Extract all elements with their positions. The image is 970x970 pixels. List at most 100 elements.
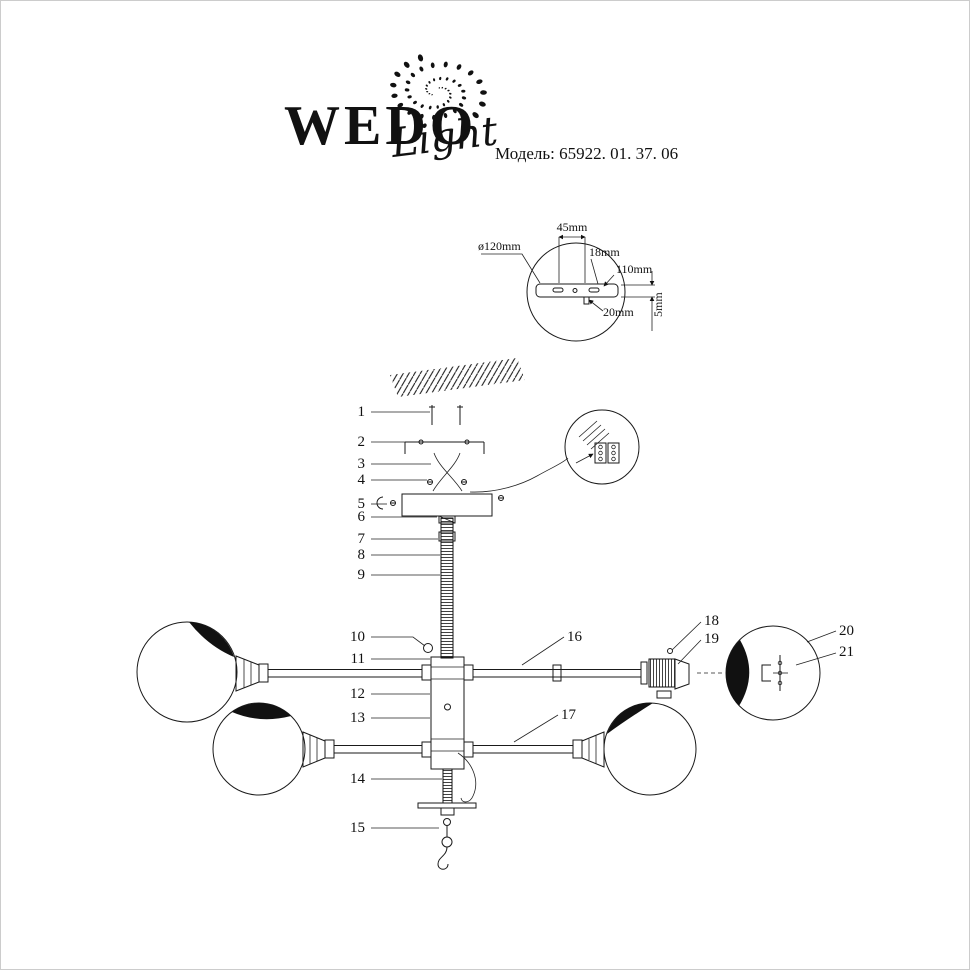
chain-ring — [443, 818, 451, 826]
leader-line-19 — [677, 639, 702, 665]
swirl-dot — [445, 77, 449, 81]
arm-socket-upper-right — [463, 664, 474, 681]
swirl-dot — [467, 70, 474, 76]
leader-line-17 — [513, 714, 559, 743]
swirl-dot — [476, 79, 483, 85]
strap-bar — [404, 441, 485, 454]
clamp-bracket — [761, 664, 771, 682]
model-label: Модель: 65922. 01. 37. 06 — [495, 144, 678, 163]
brand-logo: WEDO Light — [284, 54, 501, 167]
swirl-dots-icon — [390, 54, 487, 121]
hook-curve — [437, 846, 449, 870]
terminal-screw — [598, 444, 603, 450]
arm-joint-band — [552, 664, 562, 682]
terminal-screw — [598, 450, 603, 456]
swirl-dot — [443, 61, 448, 68]
swirl-dot — [459, 103, 464, 107]
fitter-ribs — [309, 735, 318, 764]
hub-center-hole — [444, 703, 451, 711]
swirl-dot — [479, 101, 486, 107]
part-label-2: 2 — [358, 434, 366, 450]
swirl-dot — [403, 61, 410, 68]
terminal-screw — [611, 456, 616, 462]
shade-shading — [232, 703, 291, 720]
plate-slot-left — [552, 287, 564, 293]
canopy-wires — [432, 452, 463, 492]
part-label-8: 8 — [358, 547, 366, 563]
lower-right-arm-assembly — [472, 702, 697, 796]
detail-circle-outline — [526, 242, 626, 342]
clamp-screw — [777, 660, 783, 666]
bottom-disc — [417, 802, 477, 809]
swirl-dot — [446, 99, 450, 103]
hub-section-lines — [431, 666, 464, 752]
washer-ring — [423, 643, 433, 653]
canopy-plate — [401, 493, 493, 517]
part-labels-right: 16 17 18 19 20 21 — [513, 613, 854, 743]
fitter-ribs — [243, 659, 252, 688]
hook-eye — [441, 836, 453, 848]
arm-collar — [324, 739, 335, 759]
part-label-4: 4 — [358, 472, 366, 488]
wire-cross-a — [433, 452, 463, 492]
side-fasteners — [376, 495, 504, 510]
swirl-dot — [430, 62, 435, 69]
swirl-dot — [431, 94, 433, 96]
socket-thread — [648, 658, 676, 688]
strap-screw — [464, 439, 470, 445]
swirl-dot — [461, 96, 467, 100]
dim-dia-leader — [481, 253, 541, 284]
clamp-screw — [777, 680, 783, 686]
central-hub — [421, 656, 474, 770]
dim-18-leader — [590, 258, 599, 285]
shade-shading — [189, 622, 234, 657]
dim-45-label: 45mm — [557, 220, 588, 234]
plate-slot-right — [588, 287, 600, 293]
upper-left-arm-assembly — [136, 621, 423, 723]
swirl-dot — [461, 89, 466, 93]
mounting-strap — [404, 439, 485, 454]
lower-left-arm-assembly — [212, 702, 423, 796]
swirl-dot — [442, 103, 446, 107]
swirl-dot — [394, 71, 401, 77]
dim-20-label: 20mm — [603, 305, 634, 319]
strap-screw — [418, 439, 424, 445]
socket-screw — [667, 648, 673, 654]
swirl-dot — [428, 81, 431, 84]
brand-wordmark: WEDO — [284, 95, 477, 157]
arm-collar — [258, 663, 269, 683]
hanger-wires — [429, 405, 463, 425]
leader-line-18 — [671, 621, 702, 651]
swirl-dot — [433, 78, 436, 82]
swirl-dot — [405, 80, 411, 85]
terminal-screw — [611, 444, 616, 450]
socket-flange — [674, 658, 690, 690]
swirl-dot — [410, 72, 416, 78]
mounting-plate-detail: 45mm ø120mm 18mm 110mm 20mm 5mm — [478, 220, 665, 342]
detail-circle-outline — [564, 409, 640, 485]
mounting-plate — [535, 283, 619, 298]
swirl-dot — [407, 95, 412, 99]
shade-fitter — [302, 731, 326, 768]
bottom-block — [440, 807, 455, 816]
swirl-dot — [439, 76, 442, 81]
swirl-dot — [419, 66, 424, 72]
leader-line-20 — [806, 630, 837, 643]
shade-shading — [607, 702, 653, 734]
swirl-dot — [397, 102, 404, 108]
glass-shade-upper-left — [136, 621, 238, 723]
terminal-block-left — [594, 442, 607, 464]
swirl-dot — [417, 54, 424, 62]
terminal-block-right — [607, 442, 620, 464]
leader-line-21 — [795, 652, 837, 666]
canopy-screws — [427, 479, 467, 485]
upper-right-arm-assembly — [472, 648, 725, 699]
part-label-9: 9 — [358, 567, 366, 583]
part-labels-left: 1 2 3 4 5 6 7 8 9 10 11 12 13 14 15 — [350, 404, 442, 836]
part-label-11: 11 — [351, 651, 365, 667]
swirl-dot — [441, 86, 444, 89]
arm-tube — [267, 669, 423, 678]
swirl-dot — [425, 88, 428, 90]
swirl-dot — [438, 87, 440, 89]
